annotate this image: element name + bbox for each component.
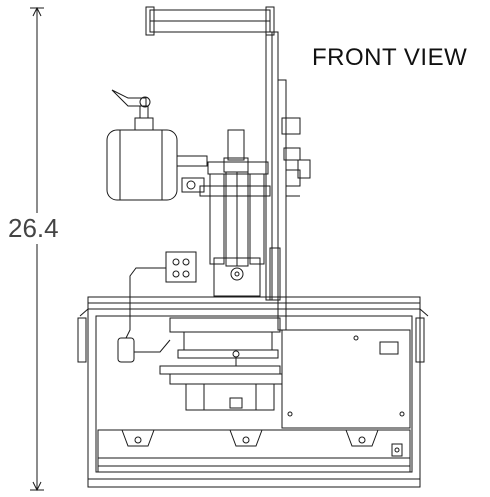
carriage	[160, 318, 282, 410]
cylinder-assembly	[130, 130, 280, 300]
cable-connector	[118, 300, 170, 362]
motor	[107, 90, 207, 200]
view-title: FRONT VIEW	[312, 44, 468, 71]
cabinet	[88, 309, 420, 487]
electrical-box	[282, 330, 410, 428]
dimension-line	[30, 8, 44, 490]
top-roll	[146, 7, 274, 35]
vertical-mast	[266, 32, 310, 330]
dimension-label: 26.4	[6, 213, 61, 244]
